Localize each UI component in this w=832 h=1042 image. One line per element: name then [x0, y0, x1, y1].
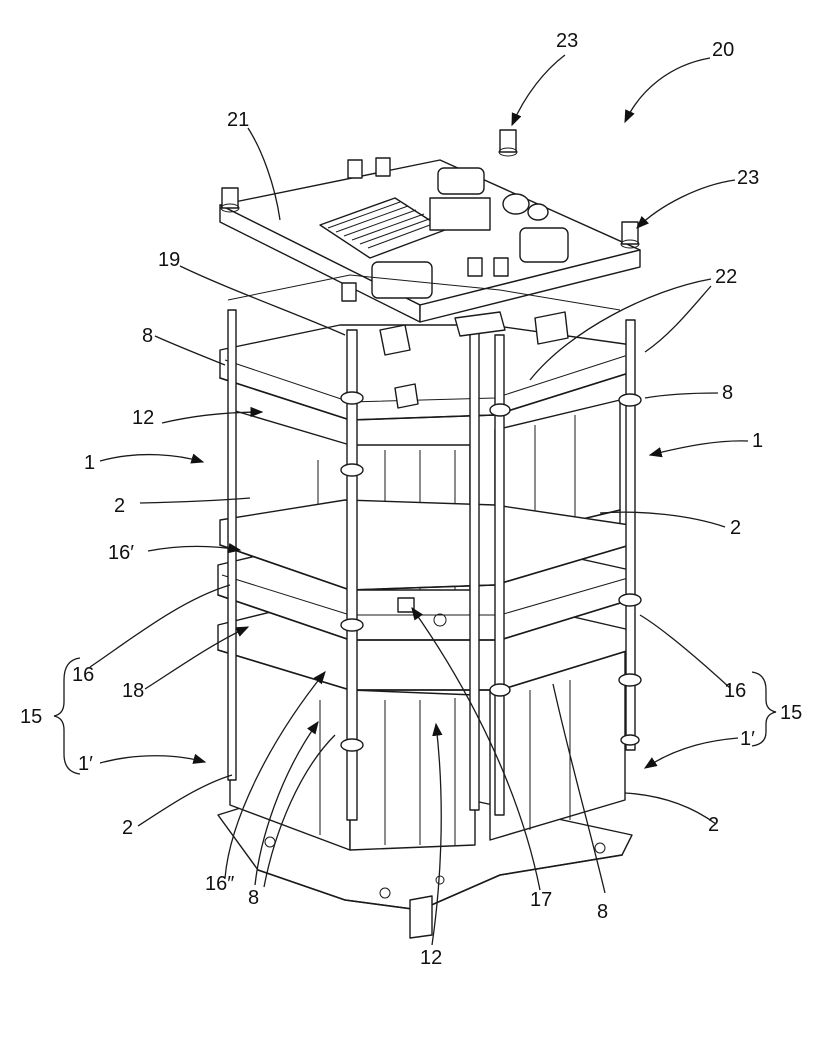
label-1: 1: [752, 430, 763, 452]
label-16: 16: [724, 680, 746, 702]
label-8: 8: [722, 382, 733, 404]
label-20: 20: [712, 39, 734, 61]
label-23: 23: [737, 167, 759, 189]
nut-23: [348, 160, 362, 178]
label-21: 21: [227, 109, 249, 131]
label-16-prime: 16′: [108, 542, 134, 564]
label-1-prime: 1′: [78, 753, 93, 775]
nut-23: [499, 130, 517, 156]
label-19: 19: [158, 249, 180, 271]
label-22: 22: [715, 266, 737, 288]
label-17: 17: [530, 889, 552, 911]
label-8: 8: [142, 325, 153, 347]
label-2: 2: [708, 814, 719, 836]
nut-23: [342, 283, 356, 301]
label-15: 15: [780, 702, 802, 724]
nut-23: [221, 188, 239, 212]
label-8: 8: [248, 887, 259, 909]
nut-23: [621, 222, 639, 248]
label-12: 12: [420, 947, 442, 969]
label-2: 2: [114, 495, 125, 517]
label-23: 23: [556, 30, 578, 52]
label-1-prime: 1′: [740, 728, 755, 750]
label-16-double-prime: 16″: [205, 873, 234, 895]
label-18: 18: [122, 680, 144, 702]
label-2: 2: [122, 817, 133, 839]
label-15: 15: [20, 706, 42, 728]
nut-23: [468, 258, 482, 276]
brace-15-right: [752, 672, 776, 746]
label-1: 1: [84, 452, 95, 474]
nut-23: [494, 258, 508, 276]
tie-rod: [228, 310, 236, 780]
label-8: 8: [597, 901, 608, 923]
tie-rod: [470, 330, 479, 810]
label-2: 2: [730, 517, 741, 539]
label-16: 16: [72, 664, 94, 686]
upper-battery-module: [220, 325, 632, 590]
label-12: 12: [132, 407, 154, 429]
nut-23: [376, 158, 390, 176]
